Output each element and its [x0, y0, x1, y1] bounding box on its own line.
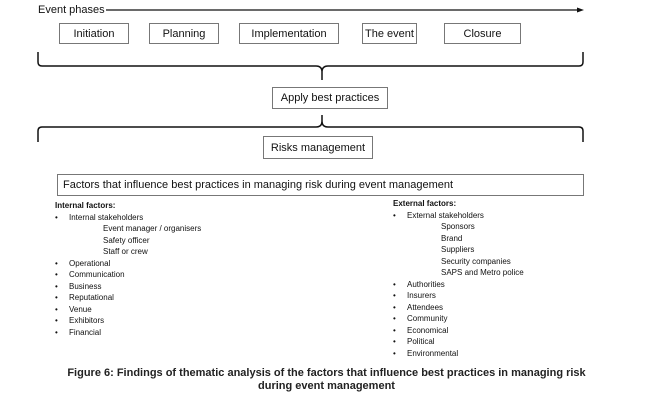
apply-best-practices-box: Apply best practices	[272, 87, 388, 109]
phase-planning: Planning	[149, 23, 219, 44]
phase-initiation: Initiation	[59, 23, 129, 44]
list-subitem: Event manager / organisers	[103, 224, 202, 233]
list-subitem: Security companies	[441, 256, 511, 266]
caption-line-1: Figure 6: Findings of thematic analysis …	[67, 367, 586, 379]
list-item: Insurers	[393, 290, 524, 302]
list-subitem: Sponsors	[441, 222, 475, 231]
lower-brace	[37, 115, 584, 142]
list-item: Community	[393, 313, 524, 325]
connector-lines	[37, 7, 584, 142]
list-subitem: SAPS and Metro police	[441, 268, 524, 277]
upper-brace	[37, 52, 584, 80]
event-phases-label: Event phases	[38, 4, 105, 16]
factors-title-box: Factors that influence best practices in…	[57, 174, 584, 196]
risks-management-box: Risks management	[263, 136, 373, 159]
list-subitem: Staff or crew	[103, 247, 148, 256]
list-item: Internal stakeholders	[55, 212, 201, 224]
list-item: Environmental	[393, 348, 524, 360]
list-subitem: Suppliers	[441, 245, 475, 254]
list-item: Venue	[55, 304, 201, 316]
list-subitem: Brand	[441, 233, 463, 243]
list-subitem: Safety officer	[103, 235, 150, 245]
list-item: Reputational	[55, 292, 201, 304]
figure-caption: Figure 6: Findings of thematic analysis …	[0, 367, 653, 393]
caption-line-2: during event management	[258, 380, 395, 392]
list-item: Financial	[55, 327, 201, 339]
phase-implementation: Implementation	[239, 23, 339, 44]
arrow-head-icon	[577, 7, 584, 13]
list-item: Political	[393, 336, 524, 348]
external-factors-heading: External factors:	[393, 199, 457, 208]
external-factors-list: External factors: External stakeholders …	[393, 198, 524, 359]
list-item: Authorities	[393, 279, 524, 291]
list-item: Attendees	[393, 302, 524, 314]
list-item: Operational	[55, 258, 201, 270]
list-item: Economical	[393, 325, 524, 337]
phase-closure: Closure	[444, 23, 521, 44]
list-item: Communication	[55, 269, 201, 281]
internal-factors-heading: Internal factors:	[55, 201, 116, 210]
list-item: Business	[55, 281, 201, 293]
internal-factors-list: Internal factors: Internal stakeholders …	[55, 200, 201, 338]
phase-the-event: The event	[362, 23, 417, 44]
list-item: Exhibitors	[55, 315, 201, 327]
list-item: External stakeholders	[393, 210, 524, 222]
